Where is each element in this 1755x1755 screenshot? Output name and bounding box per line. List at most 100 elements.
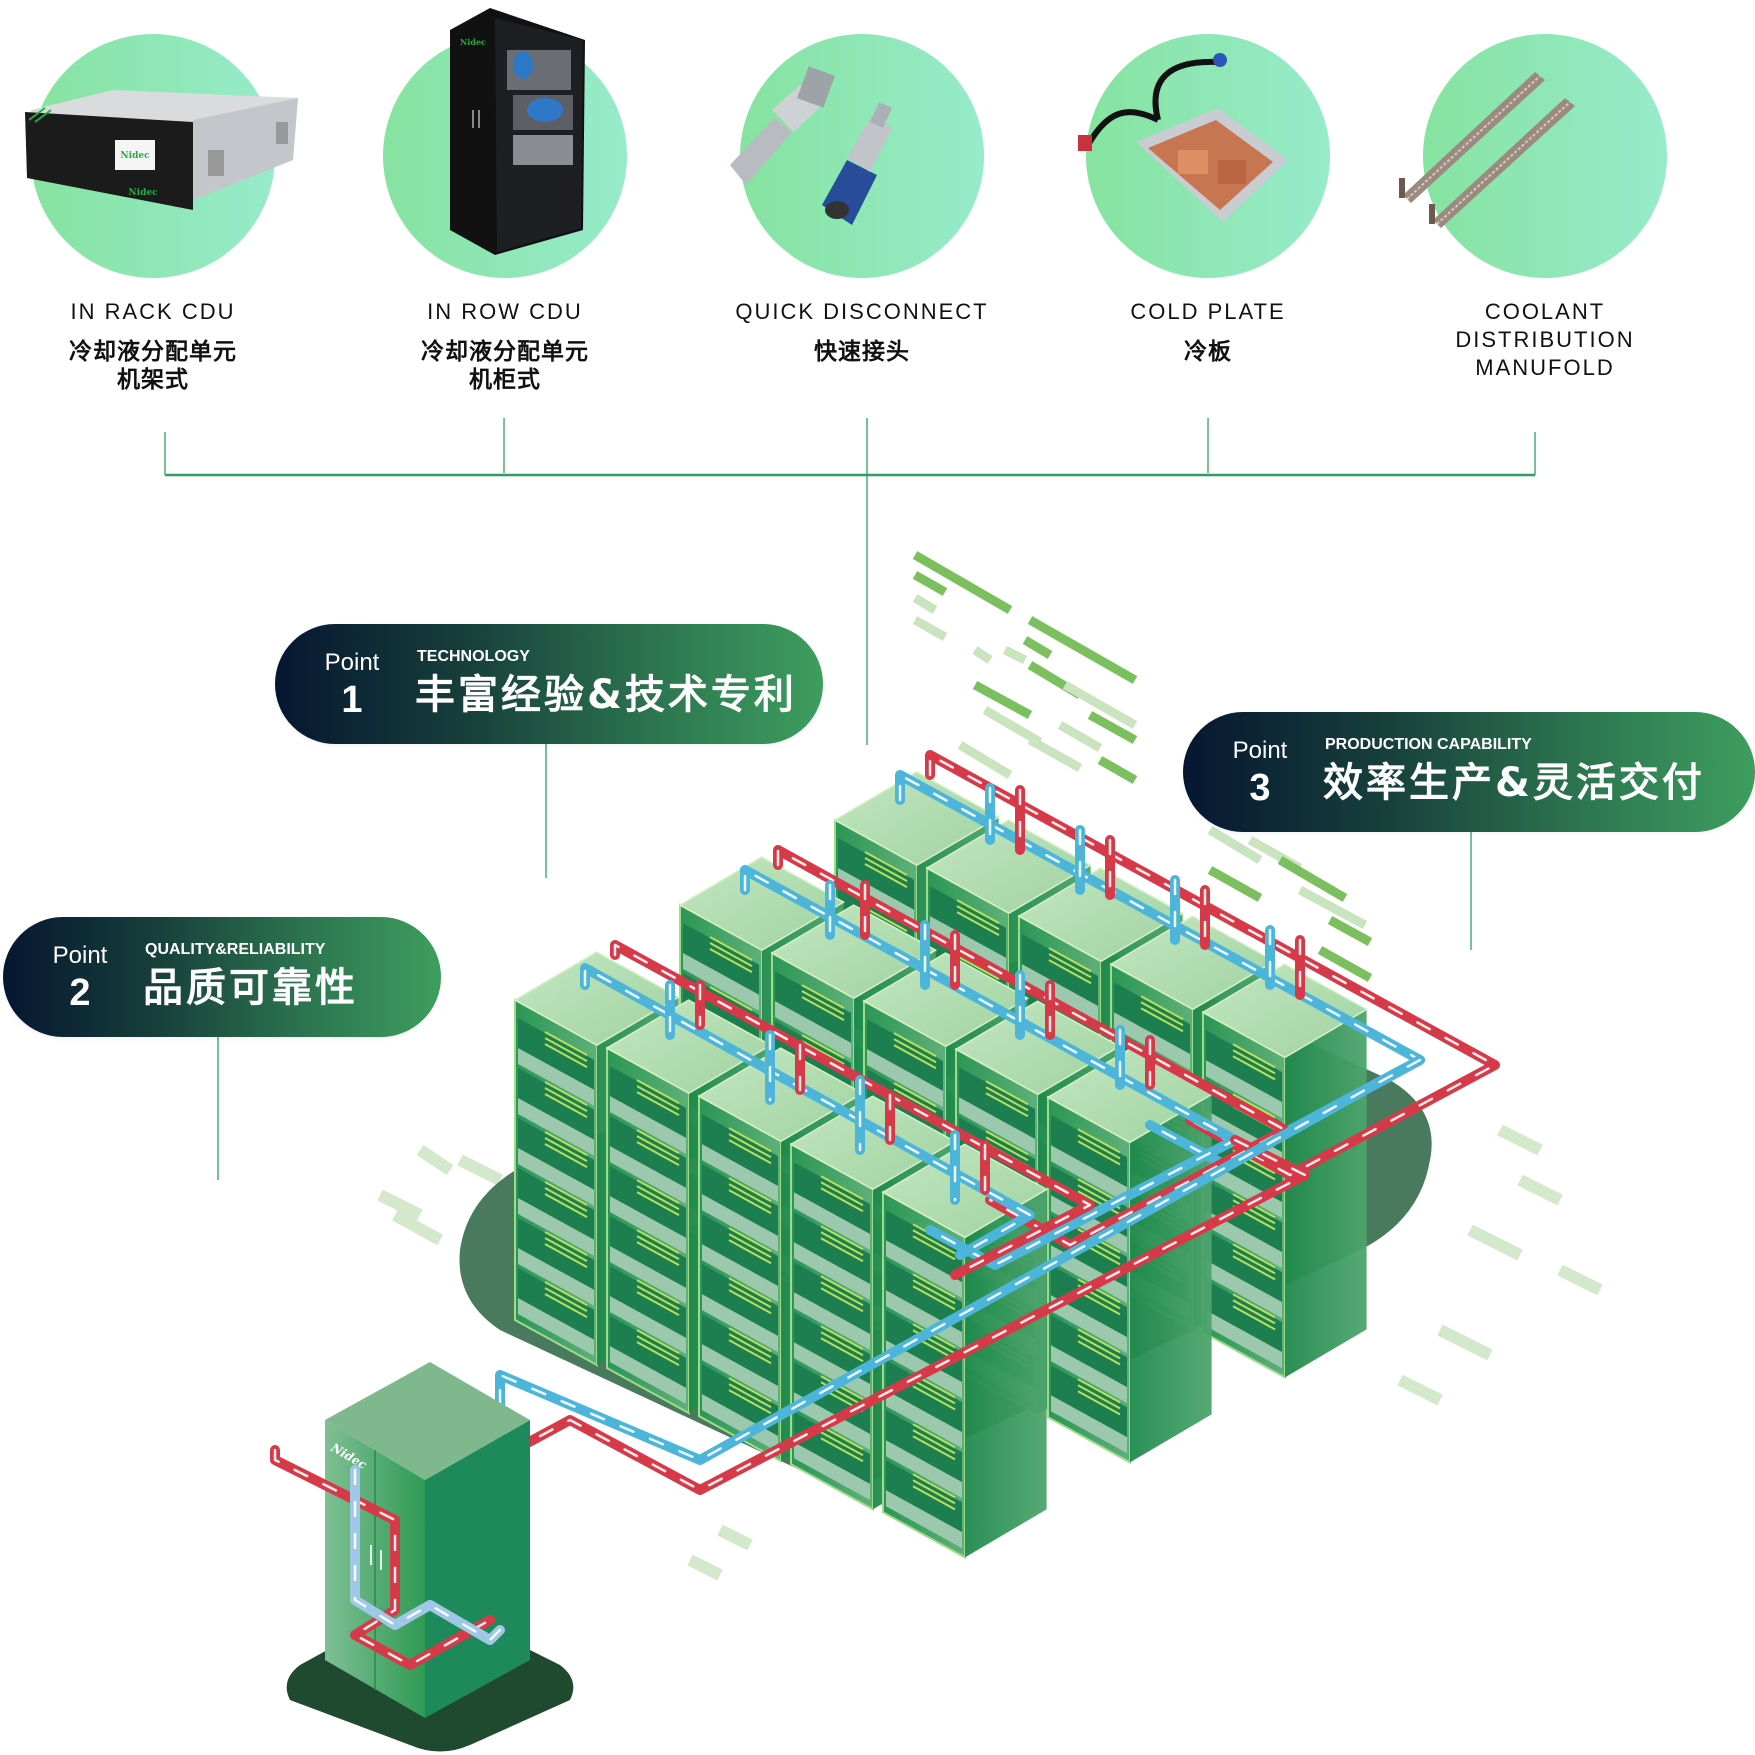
product-label-zh: 快速接头 xyxy=(814,339,910,365)
server-vent xyxy=(518,1148,594,1206)
server-led-bar xyxy=(544,1243,588,1268)
server-led-bar xyxy=(544,1181,588,1206)
server-unit xyxy=(886,1460,962,1533)
server-unit xyxy=(1206,1280,1282,1353)
server-led-bar xyxy=(1232,1299,1276,1325)
server-vent xyxy=(702,1394,778,1452)
background-dash xyxy=(1557,1264,1603,1296)
background-dash xyxy=(1277,856,1348,902)
product-label-zh: 冷却液分配单元 机柜式 xyxy=(421,339,589,393)
server-rack xyxy=(881,1143,1049,1560)
server-vent xyxy=(867,1049,943,1107)
server-unit xyxy=(610,1216,686,1288)
server-led-bar xyxy=(728,1377,772,1403)
product-cold-plate[interactable]: COLD PLATE 冷板 xyxy=(1048,0,1368,365)
server-vent xyxy=(1206,1310,1282,1369)
server-vent xyxy=(518,1098,594,1156)
background-dash xyxy=(1002,645,1028,665)
server-unit xyxy=(518,1018,594,1090)
product-quick-disconnect[interactable]: QUICK DISCONNECT 快速接头 xyxy=(702,0,1022,365)
server-led-bar xyxy=(1232,1305,1276,1331)
point-title: 效率生产&灵活交付 xyxy=(1323,760,1705,806)
server-led-bar xyxy=(728,1339,772,1365)
product-coolant-distribution-manifold[interactable]: COOLANT DISTRIBUTION MANUFOLD xyxy=(1385,0,1705,380)
server-vent xyxy=(702,1294,778,1352)
server-led-bar xyxy=(1077,1378,1121,1404)
server-vent xyxy=(794,1242,870,1301)
background-dash xyxy=(1027,736,1083,772)
background-dash xyxy=(972,681,1033,719)
server-led-bar xyxy=(1232,1049,1276,1075)
server-led-bar xyxy=(544,1137,588,1162)
server-vent xyxy=(775,1001,851,1059)
background-dash xyxy=(1087,711,1138,744)
server-led-bar xyxy=(820,1331,864,1357)
product-in-row-cdu[interactable]: Nidec IN ROW CDU 冷却液分配单元 机柜式 xyxy=(345,0,665,393)
background-dash xyxy=(1062,681,1138,729)
server-unit xyxy=(1022,934,1098,1006)
server-led-bar xyxy=(801,1040,845,1066)
server-unit xyxy=(794,1262,870,1335)
point-subtitle: TECHNOLOGY xyxy=(417,648,530,665)
server-led-bar xyxy=(728,1327,772,1353)
cdu-cabinet: Nidec xyxy=(286,1362,574,1752)
product-label-zh: 冷板 xyxy=(1184,339,1232,365)
server-led-bar xyxy=(636,1079,680,1105)
server-led-bar xyxy=(544,1237,588,1262)
server-vent xyxy=(610,1146,686,1204)
server-led-bar xyxy=(912,1429,956,1455)
point-number: 2 xyxy=(69,972,91,1014)
background-dash xyxy=(1517,1174,1563,1206)
server-unit xyxy=(886,1210,962,1283)
cdu-return-loop-dash xyxy=(273,1448,492,1667)
point-2-pill[interactable]: Point 2 QUALITY&RELIABILITY 品质可靠性 xyxy=(3,917,441,1037)
server-vent xyxy=(610,1346,686,1404)
background-dash xyxy=(1207,866,1263,902)
server-led-bar xyxy=(544,1193,588,1218)
server-led-bar xyxy=(820,1325,864,1351)
server-vent xyxy=(959,1097,1035,1156)
point-label: Point 1 xyxy=(319,650,385,721)
cdu-top xyxy=(325,1362,530,1480)
server-unit xyxy=(1051,1265,1127,1338)
server-led-bar xyxy=(912,1379,956,1405)
server-led-bar xyxy=(956,899,1000,925)
server-led-bar xyxy=(636,1091,680,1117)
server-vent xyxy=(683,953,759,1011)
server-led-bar xyxy=(636,1141,680,1167)
point-1-pill[interactable]: Point 1 TECHNOLOGY 丰富经验&技术专利 xyxy=(275,624,823,744)
server-led-bar xyxy=(893,1044,937,1070)
server-led-bar xyxy=(1232,1255,1276,1281)
server-vent xyxy=(1206,1260,1282,1319)
server-unit xyxy=(702,1114,778,1186)
server-led-bar xyxy=(544,1281,588,1306)
server-led-bar xyxy=(912,1385,956,1411)
server-vent xyxy=(518,1298,594,1356)
server-led-bar xyxy=(985,1130,1029,1156)
background-dash xyxy=(982,706,1043,746)
server-unit xyxy=(518,1218,594,1290)
server-led-bar xyxy=(709,986,753,1011)
background-dash xyxy=(1497,1124,1543,1156)
server-led-bar xyxy=(544,1287,588,1312)
server-led-bar xyxy=(1140,1007,1184,1033)
server-led-bar xyxy=(709,948,753,973)
server-led-bar xyxy=(1140,1001,1184,1027)
product-in-rack-cdu[interactable]: Nidec Nidec IN RACK CDU 冷却液分配单元 机架式 xyxy=(0,0,313,393)
background-dash xyxy=(377,1189,423,1221)
background-dash xyxy=(1057,721,1103,752)
background-dash xyxy=(457,1154,503,1186)
server-led-bar xyxy=(985,1080,1029,1106)
server-vent xyxy=(1051,1295,1127,1354)
background-dash xyxy=(912,571,948,596)
cdu-pipes xyxy=(270,1395,505,1670)
server-vent xyxy=(1051,1345,1127,1404)
server-led-bar xyxy=(820,1275,864,1301)
server-vent xyxy=(702,1144,778,1202)
background-dash xyxy=(1022,636,1053,659)
server-unit xyxy=(1206,1230,1282,1303)
server-led-bar xyxy=(1232,1093,1276,1119)
point-3-pill[interactable]: Point 3 PRODUCTION CAPABILITY 效率生产&灵活交付 xyxy=(1183,712,1755,832)
server-led-bar xyxy=(801,990,845,1016)
server-led-bar xyxy=(636,1129,680,1155)
